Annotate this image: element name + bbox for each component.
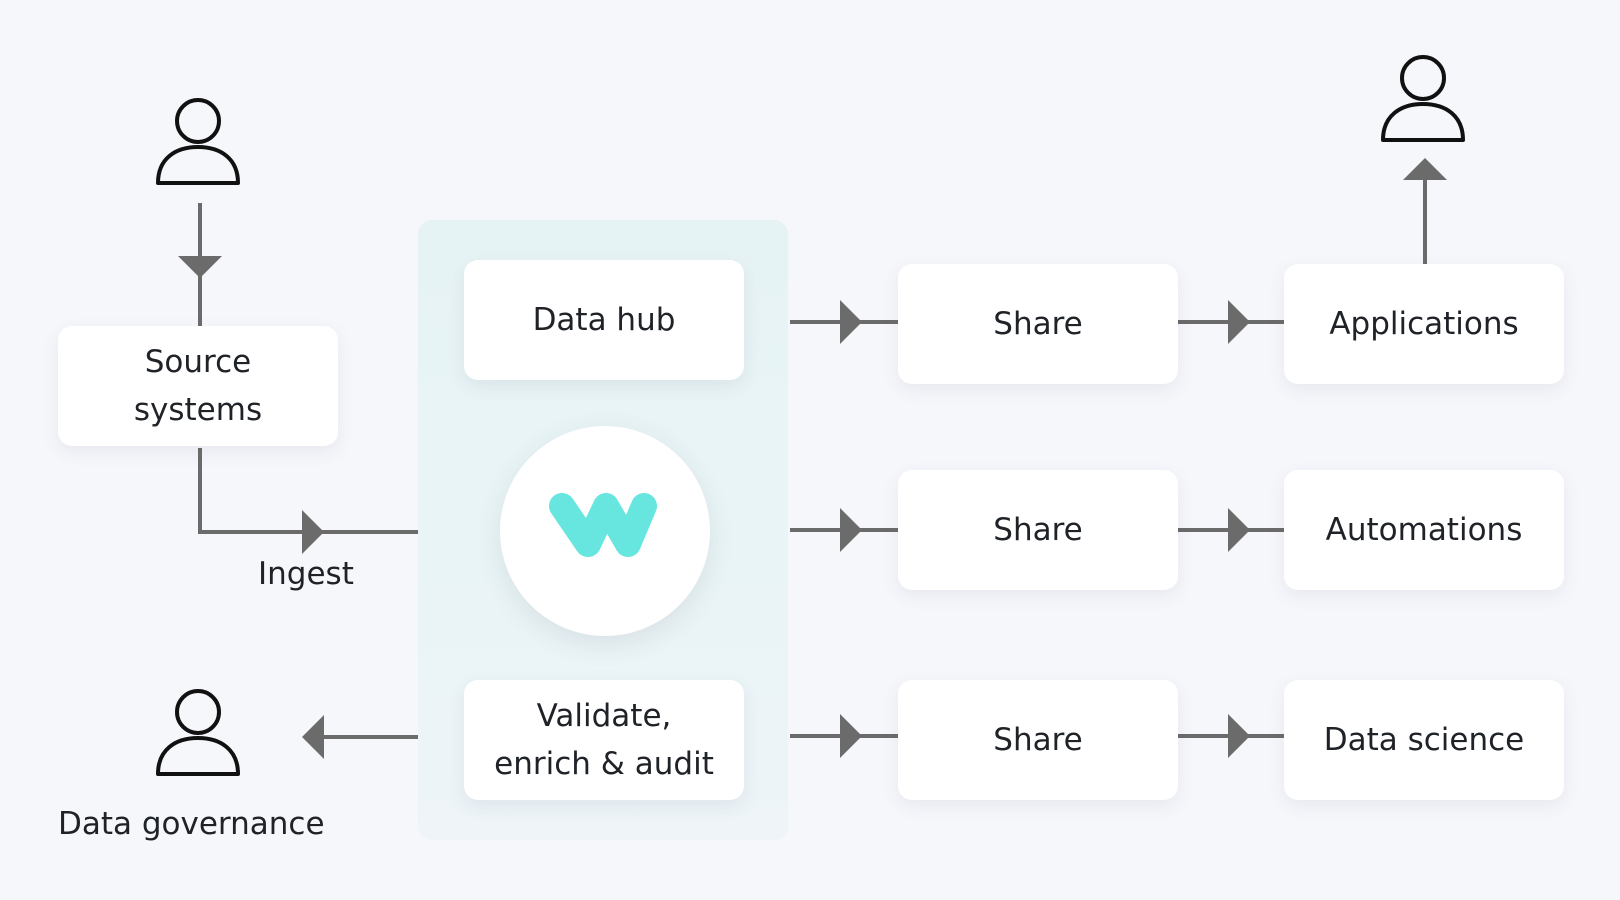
validate-enrich-audit-box: Validate, enrich & audit [464, 680, 744, 800]
arrow-up-icon [1403, 158, 1447, 180]
arrow-left-icon [302, 715, 324, 759]
share-box: Share [898, 264, 1178, 384]
source-systems-box: Source systems [58, 326, 338, 446]
data-science-box: Data science [1284, 680, 1564, 800]
arrow-right-icon [840, 300, 862, 344]
arrow-down-icon [178, 256, 222, 278]
governance-user-icon [156, 689, 240, 776]
share-box: Share [898, 680, 1178, 800]
application-user-icon [1381, 55, 1465, 142]
source-user-icon [156, 98, 240, 185]
arrow-right-icon [1228, 300, 1250, 344]
share-box: Share [898, 470, 1178, 590]
arrow-right-icon [840, 508, 862, 552]
data-hub-box: Data hub [464, 260, 744, 380]
automations-box: Automations [1284, 470, 1564, 590]
arrow-right-icon [302, 510, 324, 554]
ingest-label: Ingest [258, 556, 354, 592]
data-governance-label: Data governance [58, 806, 325, 842]
arrow-right-icon [1228, 714, 1250, 758]
applications-box: Applications [1284, 264, 1564, 384]
arrow-right-icon [840, 714, 862, 758]
ingest-line [198, 448, 418, 534]
w-logo-icon [549, 493, 657, 557]
arrow-right-icon [1228, 508, 1250, 552]
